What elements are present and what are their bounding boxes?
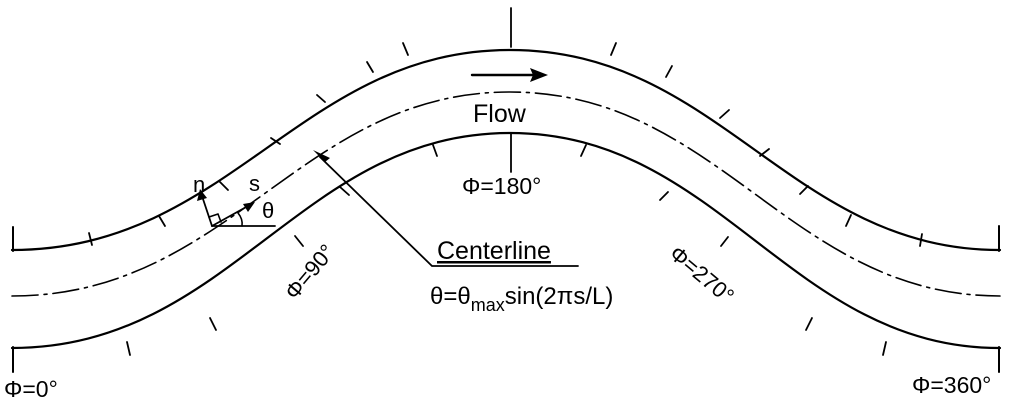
centerline-leader	[313, 150, 579, 267]
equation-lhs: θ=θ	[430, 283, 471, 310]
equation-rhs: sin(2πs/L)	[505, 283, 614, 310]
equation-subscript: max	[471, 295, 505, 315]
label-phi-360: Φ=360°	[912, 372, 991, 398]
label-phi-0: Φ=0°	[4, 376, 58, 402]
centerline	[11, 91, 1001, 297]
equation-theta: θ=θmaxsin(2πs/L)	[430, 283, 613, 315]
label-phi-90: Φ=90°	[280, 239, 340, 304]
label-theta: θ	[262, 198, 274, 223]
label-n: n	[193, 172, 205, 197]
outer-bank-ticks	[88, 7, 923, 247]
right-angle-marker	[208, 213, 222, 223]
inner-bank-ticks	[126, 132, 887, 356]
flow-arrow	[470, 68, 548, 82]
local-coordinate-axes	[197, 189, 276, 227]
label-phi-180: Φ=180°	[462, 173, 541, 199]
label-flow: Flow	[473, 100, 527, 128]
label-phi-270: Φ=270°	[665, 241, 739, 309]
s-axis	[211, 205, 249, 227]
outer-bank	[10, 48, 1002, 252]
n-axis	[201, 195, 213, 227]
theta-arc	[237, 212, 243, 227]
label-s: s	[249, 171, 260, 196]
label-centerline: Centerline	[437, 237, 551, 265]
inner-bank	[10, 131, 1002, 350]
